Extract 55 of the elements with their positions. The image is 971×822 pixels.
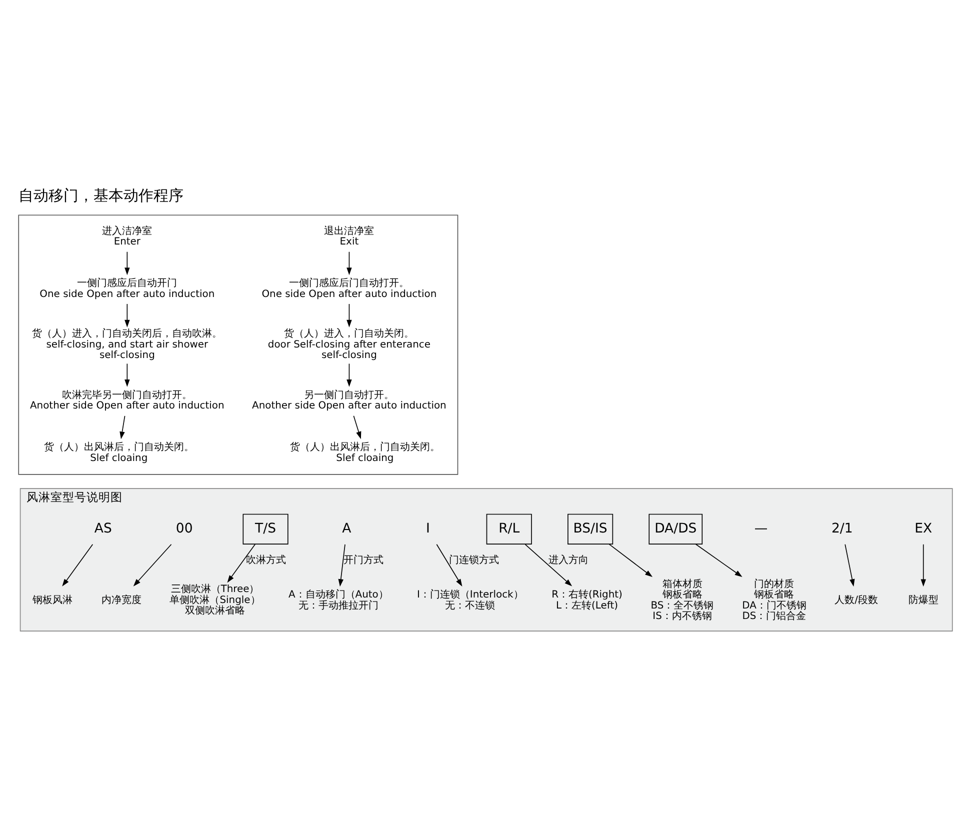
node-box: BS/IS (568, 513, 614, 544)
node-text: 货（人）出风淋后，门自动关闭。 Slef cloaing (44, 442, 194, 464)
edge-label: 开门方式 (344, 554, 384, 566)
arrow (844, 543, 855, 586)
arrow (353, 415, 362, 439)
node-text: 货（人）进入，门自动关闭。 door Self-closing after enterance self-closing (268, 328, 431, 361)
node-box: DA/DS (648, 513, 703, 544)
node-text: A：自动移门（Auto） 无：手动推拉开门 (288, 589, 388, 611)
node-text: 防爆型 (908, 594, 938, 606)
arrow (436, 543, 462, 586)
node-text: A (342, 520, 352, 536)
node-text: AS (94, 520, 112, 536)
diagram-title: 自动移门，基本动作程序 (18, 186, 184, 204)
node-text: 货（人）出风淋后，门自动关闭。 Slef cloaing (290, 442, 440, 464)
arrow (120, 415, 126, 439)
arrow (124, 362, 130, 386)
node-text: R：右转(Right) L：左转(Left) (552, 589, 622, 611)
node-text: 内净宽度 (101, 594, 142, 606)
node-text: 箱体材质 钢板省略 BS：全不锈钢 IS：内不锈钢 (650, 578, 714, 622)
arrow (608, 543, 653, 577)
edge-label: 门连锁方式 (448, 554, 499, 566)
node-text: 一侧门感应后门自动打开。 One side Open after auto induction (262, 278, 437, 300)
arrow (124, 303, 130, 327)
arrow (695, 543, 742, 577)
node-text: 另一侧门自动打开。 Another side Open after auto induction (252, 389, 446, 412)
node-text: 三侧吹淋（Three） 单侧吹淋（Single） 双侧吹淋省略 (170, 584, 260, 616)
node-text: 00 (176, 520, 193, 536)
node-text: 退出洁净室 Exit (324, 225, 374, 248)
edge-label: 进入方向 (548, 554, 588, 566)
edge-label: 吹淋方式 (246, 554, 286, 566)
arrow (346, 362, 352, 386)
node-text: 货（人）进入，门自动关闭后，自动吹淋。 self-closing, and start air shower self-closing (32, 328, 222, 361)
label: — (754, 520, 768, 536)
arrow (346, 303, 352, 327)
arrow (62, 543, 94, 586)
arrow (124, 250, 130, 275)
arrow (133, 543, 172, 586)
node-text: I：门连锁（Interlock） 无：不连锁 (417, 589, 524, 611)
node-text: 进入洁净室 Enter (102, 225, 152, 248)
arrow (524, 543, 572, 586)
arrow (346, 250, 352, 275)
node-text: 2/1 (832, 520, 853, 536)
node-text: 人数/段数 (834, 594, 878, 606)
node-text: EX (914, 520, 932, 536)
node-text: 一侧门感应后自动开门 One side Open after auto induction (40, 278, 215, 300)
node-text: 钢板风淋 (32, 594, 73, 606)
node-box: R/L (486, 513, 532, 544)
node-text: 吹淋完毕另一侧门自动打开。 Another side Open after auto induction (30, 389, 224, 412)
arrow (338, 543, 346, 586)
node-box: T/S (242, 513, 288, 544)
arrow (920, 543, 926, 586)
arrow (227, 543, 256, 582)
node-text: 门的材质 钢板省略 DA：门不锈钢 DS：门铝合金 (742, 578, 806, 622)
node-text: I (426, 520, 430, 536)
cluster (18, 214, 458, 474)
